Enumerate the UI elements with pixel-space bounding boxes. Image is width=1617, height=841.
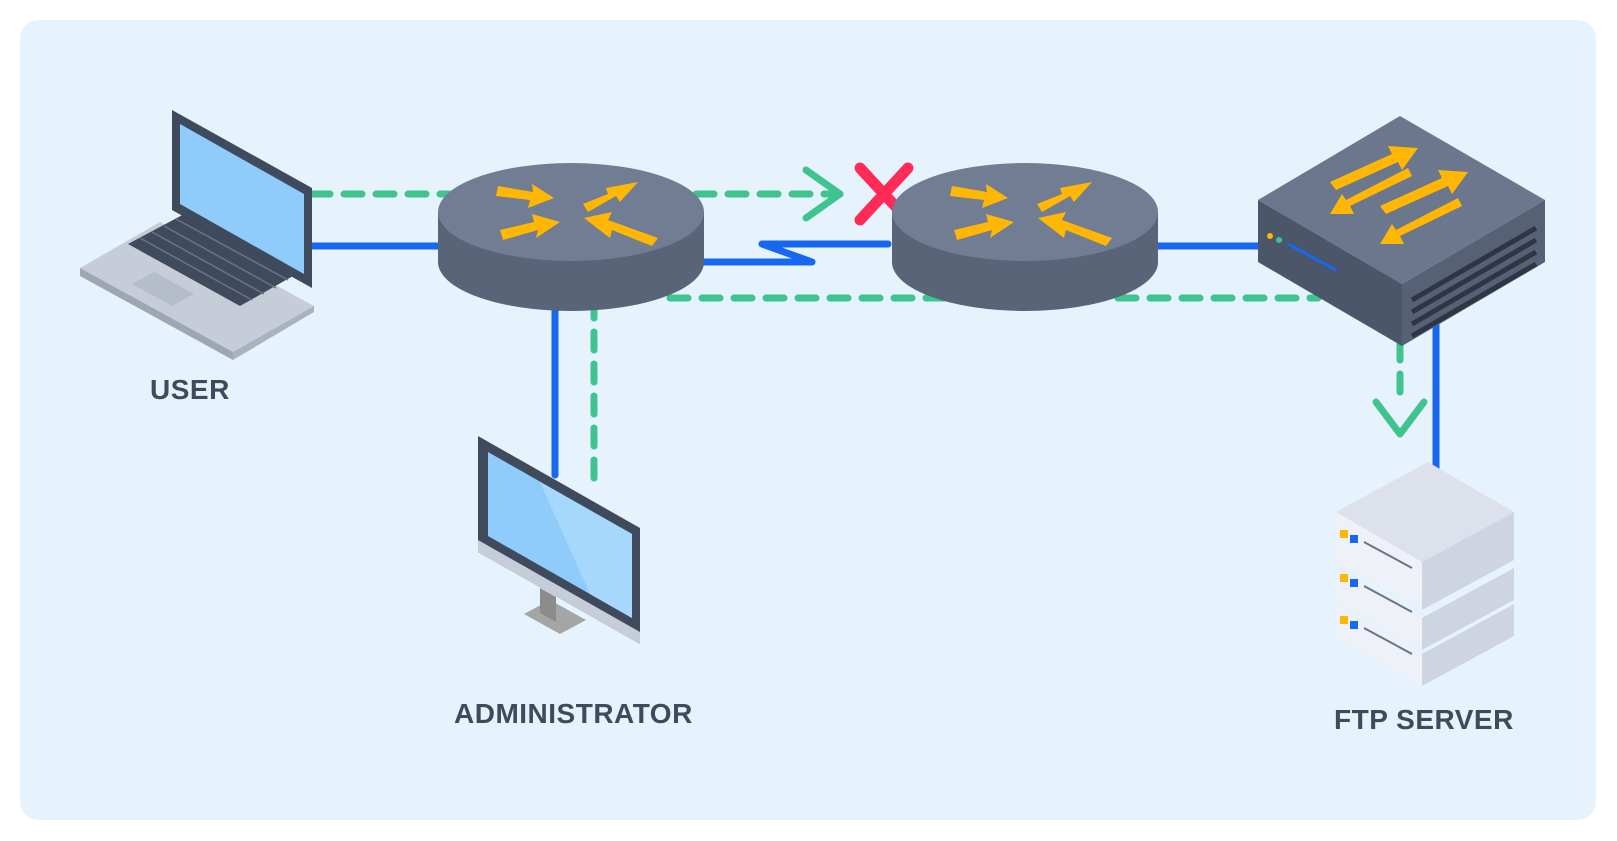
ftp-server-label: FTP SERVER bbox=[1334, 704, 1514, 735]
server-stack-icon[interactable] bbox=[1336, 462, 1514, 686]
user-label: USER bbox=[150, 374, 230, 405]
layer3-switch-icon[interactable] bbox=[1258, 116, 1545, 346]
laptop-icon[interactable] bbox=[80, 110, 314, 360]
physical-links bbox=[301, 240, 1440, 479]
desktop-monitor-icon[interactable] bbox=[478, 436, 640, 644]
administrator-label: ADMINISTRATOR bbox=[454, 698, 693, 729]
diagram-background bbox=[20, 20, 1596, 820]
path-arrowhead-right bbox=[802, 166, 844, 222]
router-icon[interactable] bbox=[892, 163, 1158, 311]
link-router1-router2-serial bbox=[696, 240, 892, 266]
router-icon[interactable] bbox=[438, 163, 704, 311]
path-arrowhead-down bbox=[1372, 398, 1428, 438]
